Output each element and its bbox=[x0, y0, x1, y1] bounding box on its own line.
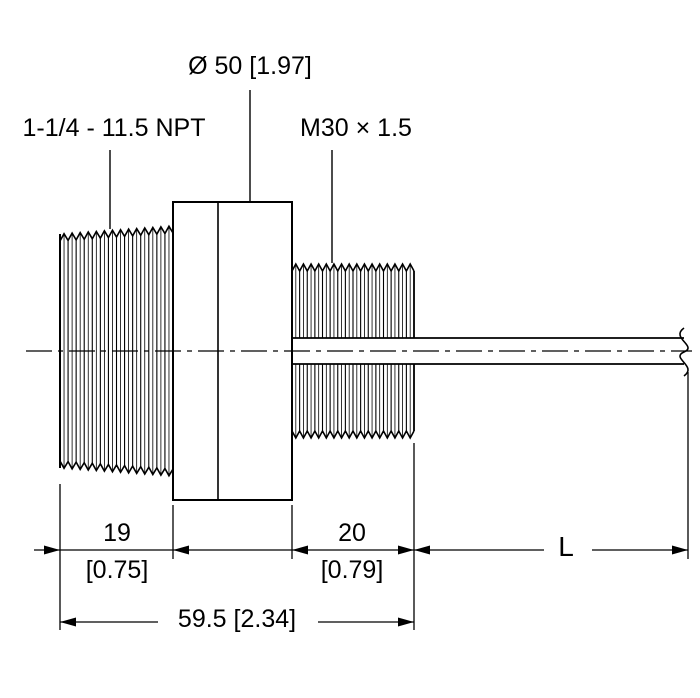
metric-thread-callout: M30 × 1.5 bbox=[300, 114, 412, 142]
dim-body-length: 59.5 [2.34] bbox=[177, 605, 297, 633]
dim-npt-length-inch: [0.75] bbox=[85, 556, 149, 584]
dim-metric-length-mm: 20 bbox=[338, 519, 366, 547]
npt-thread-callout: 1-1/4 - 11.5 NPT bbox=[22, 114, 206, 142]
dim-metric-length-inch: [0.79] bbox=[320, 556, 384, 584]
diameter-callout: Ø 50 [1.97] bbox=[188, 52, 312, 80]
dim-npt-length-mm: 19 bbox=[103, 519, 131, 547]
dim-probe-length: L bbox=[558, 531, 574, 562]
